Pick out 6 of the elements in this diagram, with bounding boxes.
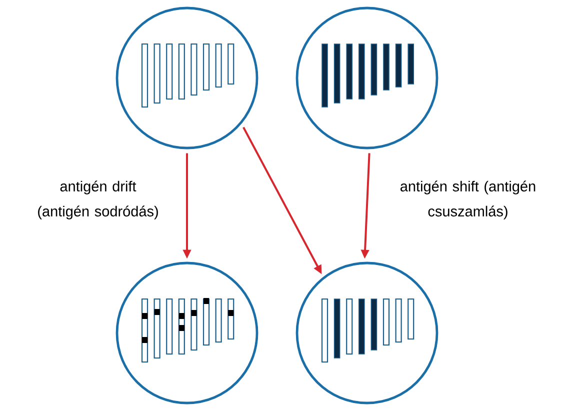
edge-label: antigén shift (antigén csuszamlás) bbox=[400, 180, 536, 220]
circle bbox=[116, 262, 258, 404]
circle bbox=[116, 6, 258, 150]
circle bbox=[296, 6, 438, 150]
circle bbox=[296, 262, 438, 404]
edge-label: antigén drift (antigén sodródás) bbox=[38, 180, 158, 220]
